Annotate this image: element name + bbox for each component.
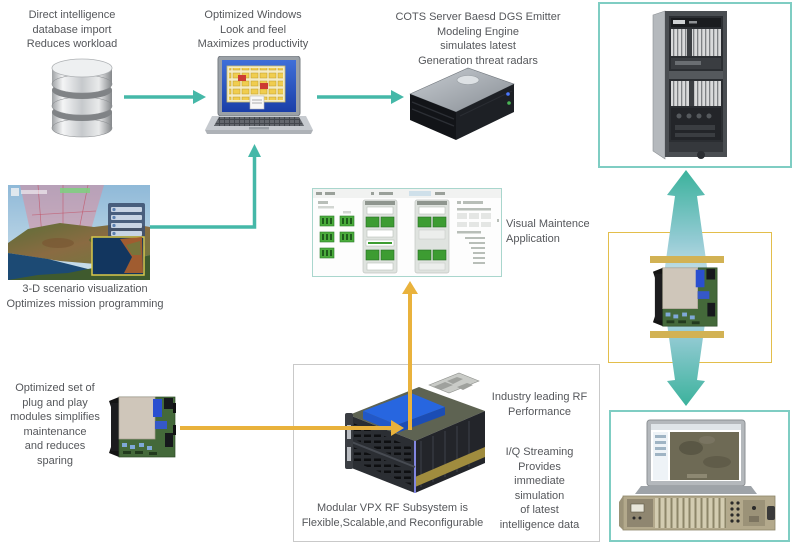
vpx-chassis-render [333,367,488,497]
deployed-system-photo [618,419,775,531]
iq-streaming-caption: I/Q Streaming Provides immediate simulat… [499,446,580,531]
maintenance-app-screenshot [312,188,502,277]
rack-server-icon [404,60,518,142]
database-caption: Direct intelligence database import Redu… [26,9,118,51]
equipment-rack-photo [652,10,727,160]
scenario-caption: 3-D scenario visualization Optimizes mis… [6,283,164,310]
vpx-module-photo-right [651,262,721,332]
connector-band-top [650,256,724,263]
vma-caption: Visual Maintence Application [506,218,590,245]
terrain-3d-screenshot [8,185,150,280]
rf-performance-caption: Industry leading RF Performance [491,391,588,418]
vpx-module-photo [107,391,179,463]
arrow-scenario-to-laptop [150,156,257,229]
laptop-icon [205,56,313,144]
laptop-caption: Optimized Windows Look and feel Maximize… [197,9,309,51]
server-caption: COTS Server Baesd DGS Emitter Modeling E… [395,11,561,67]
deployed-system-box [609,410,790,542]
modules-caption: Optimized set of plug and play modules s… [10,382,100,467]
rack-photo-box [598,2,792,168]
connector-band-bottom [650,331,724,338]
vpx-subsystem-caption: Modular VPX RF Subsystem is Flexible,Sca… [301,502,484,529]
database-cylinder-icon [46,54,118,142]
